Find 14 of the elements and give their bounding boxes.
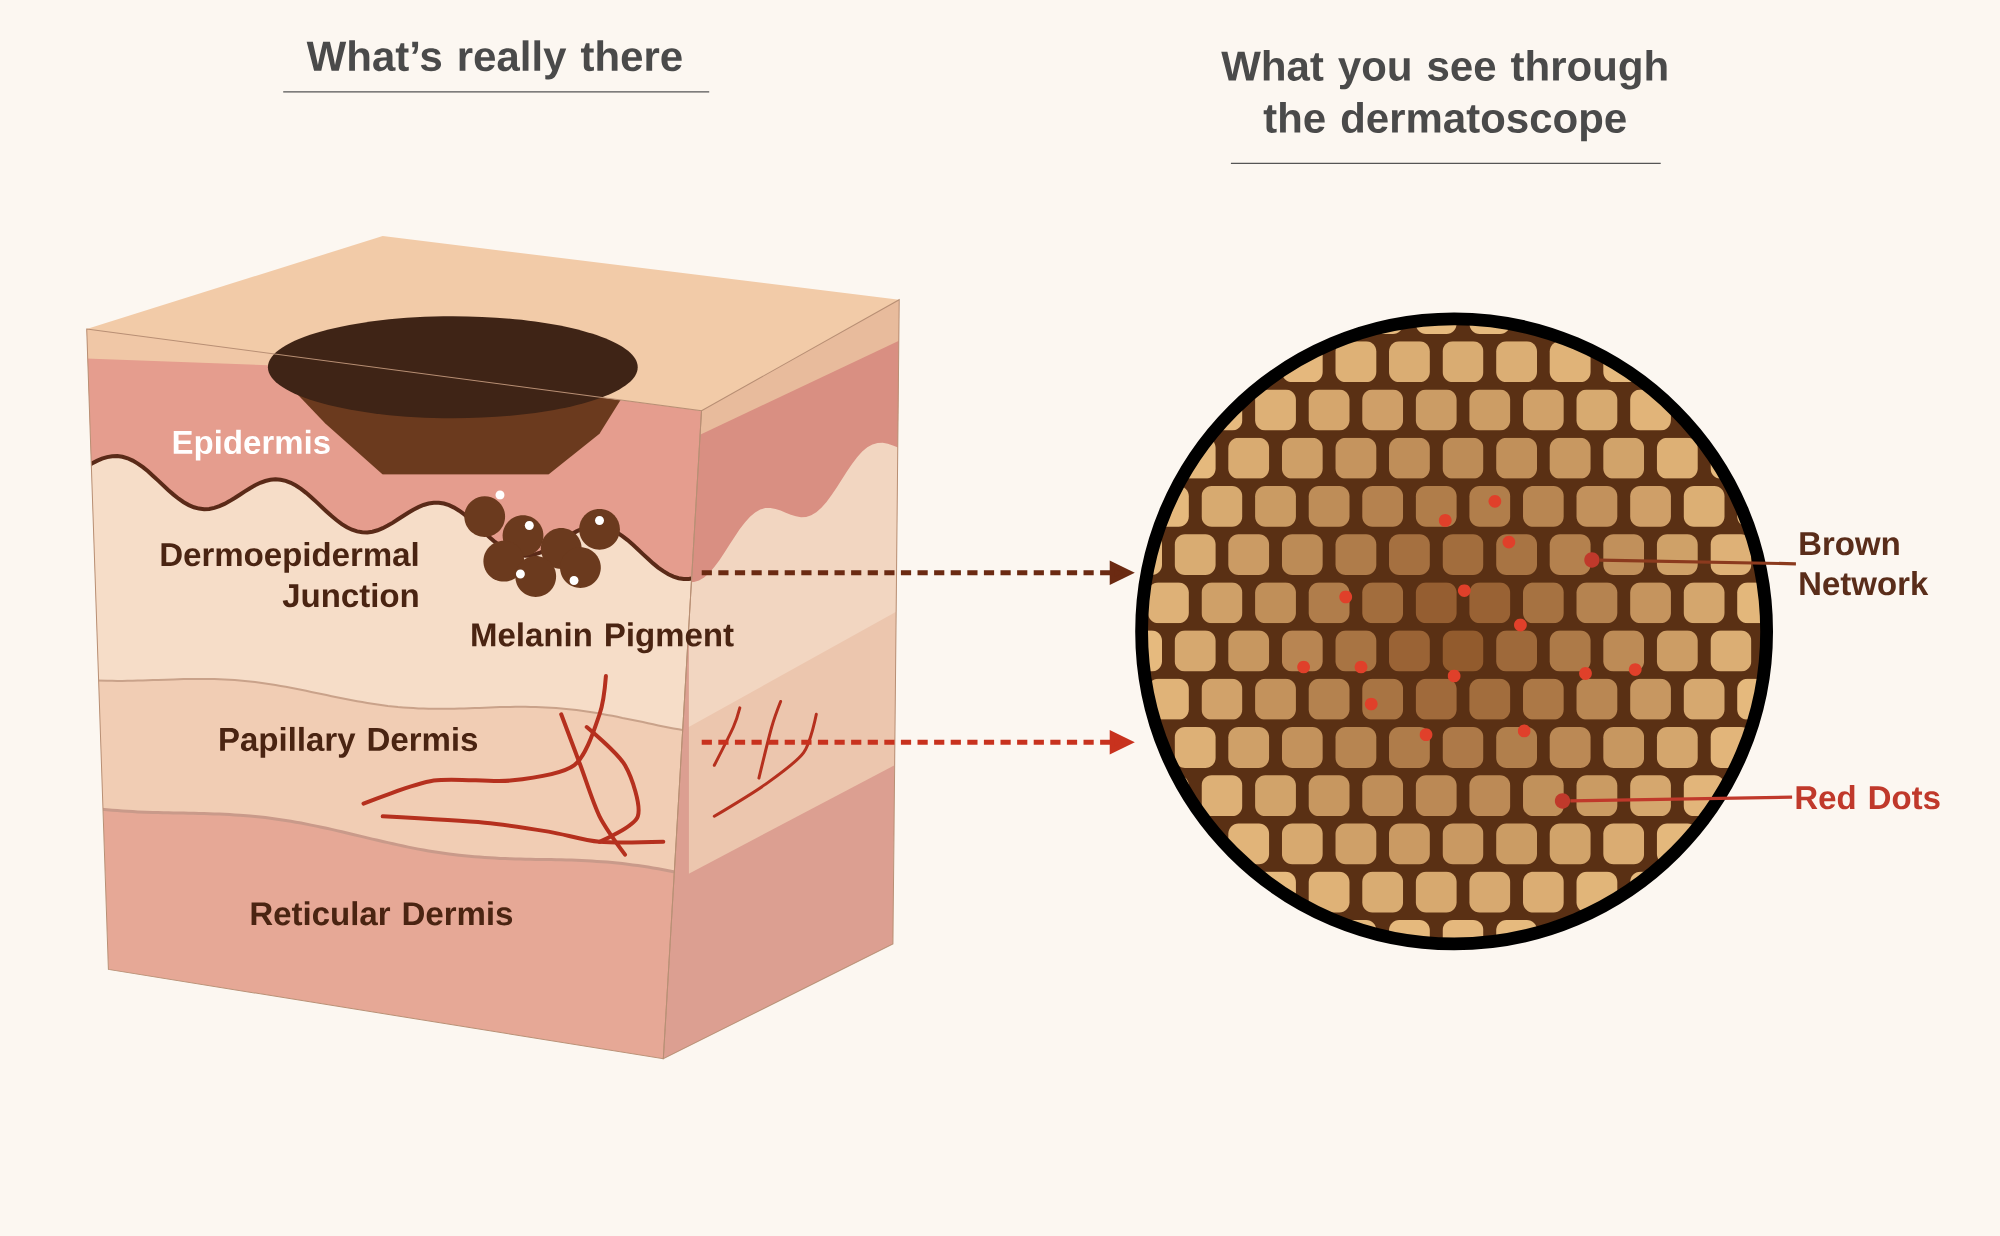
layer-label: Dermoepidermal Junction	[161, 542, 418, 608]
layer-label: Reticular Dermis	[251, 901, 513, 926]
skin-cross-section-drawing	[86, 236, 900, 1060]
layer-label: Melanin Pigment	[472, 622, 734, 654]
dermatoscope-view-drawing	[1135, 312, 1773, 951]
marker-dot	[1554, 793, 1571, 809]
callout-label: Brown Network	[1800, 532, 1929, 596]
leader-line	[1570, 795, 1793, 803]
column-heading: What you see through the dermatoscope	[1221, 50, 1667, 164]
column-heading: What’s really there	[282, 40, 710, 93]
layer-label: Papillary Dermis	[220, 726, 478, 758]
marker-dot	[1584, 552, 1600, 568]
callout-label: Red Dots	[1796, 785, 1940, 810]
layer-label: Epidermis	[173, 429, 330, 461]
